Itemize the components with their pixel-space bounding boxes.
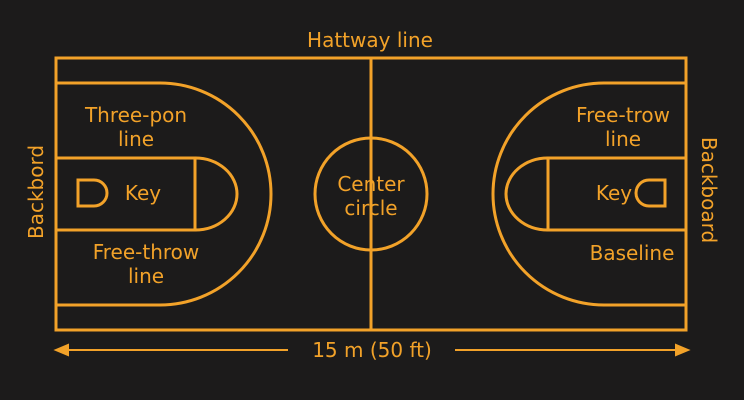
arrowhead-right [675, 343, 691, 357]
center-circle [313, 136, 429, 252]
right-top-label: Free-trow line [576, 103, 670, 151]
dimension-label: 15 m (50 ft) [312, 338, 432, 362]
right-backboard-hoop [634, 178, 667, 208]
arrowhead-left [53, 343, 69, 357]
left-backboard-hoop [76, 178, 109, 208]
right-bottom-label: Baseline [589, 241, 675, 265]
left-key-label: Key [124, 181, 162, 205]
left-top-label: Three-pon line [84, 103, 188, 151]
left-free-throw-arc [194, 156, 239, 232]
left-key [54, 156, 197, 232]
right-key [546, 156, 688, 232]
left-side-label: Backbord [24, 144, 48, 240]
left-bottom-label: Free-throw line [92, 240, 200, 288]
right-side-label: Backboard [697, 136, 721, 244]
center-circle-label: Center circle [337, 172, 405, 220]
top-label: Hattway line [307, 28, 433, 52]
right-three-point-line [491, 81, 686, 307]
left-three-point-line [56, 81, 273, 307]
right-key-label: Key [595, 181, 633, 205]
right-free-throw-arc [504, 156, 549, 232]
